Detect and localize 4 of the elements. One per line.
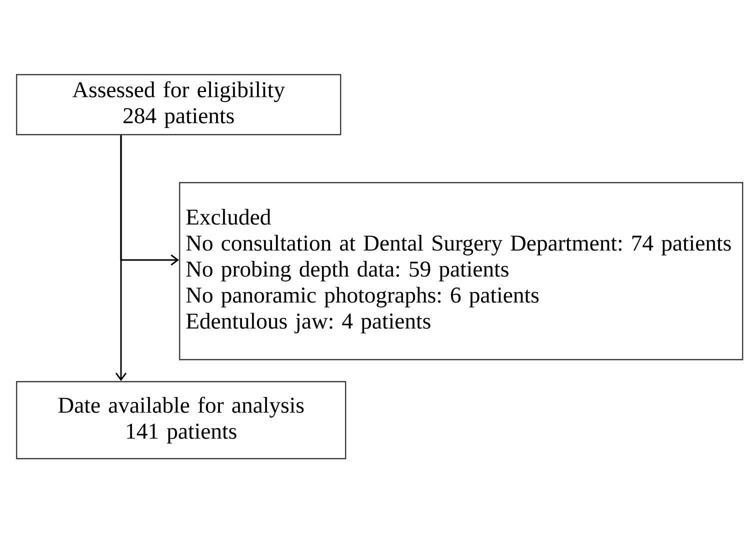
arrow bbox=[120, 135, 179, 266]
exclusion-box: Excluded No consultation at Dental Surgery Department: 74 patients No probing depth data: 59 patients No panoramic photographs: 6 patients Edentulous jaw: 4 patients bbox=[179, 182, 744, 360]
process-box: Date available for analysis 141 patients bbox=[16, 381, 346, 460]
process-box: Assessed for eligibility 284 patients bbox=[16, 74, 342, 136]
